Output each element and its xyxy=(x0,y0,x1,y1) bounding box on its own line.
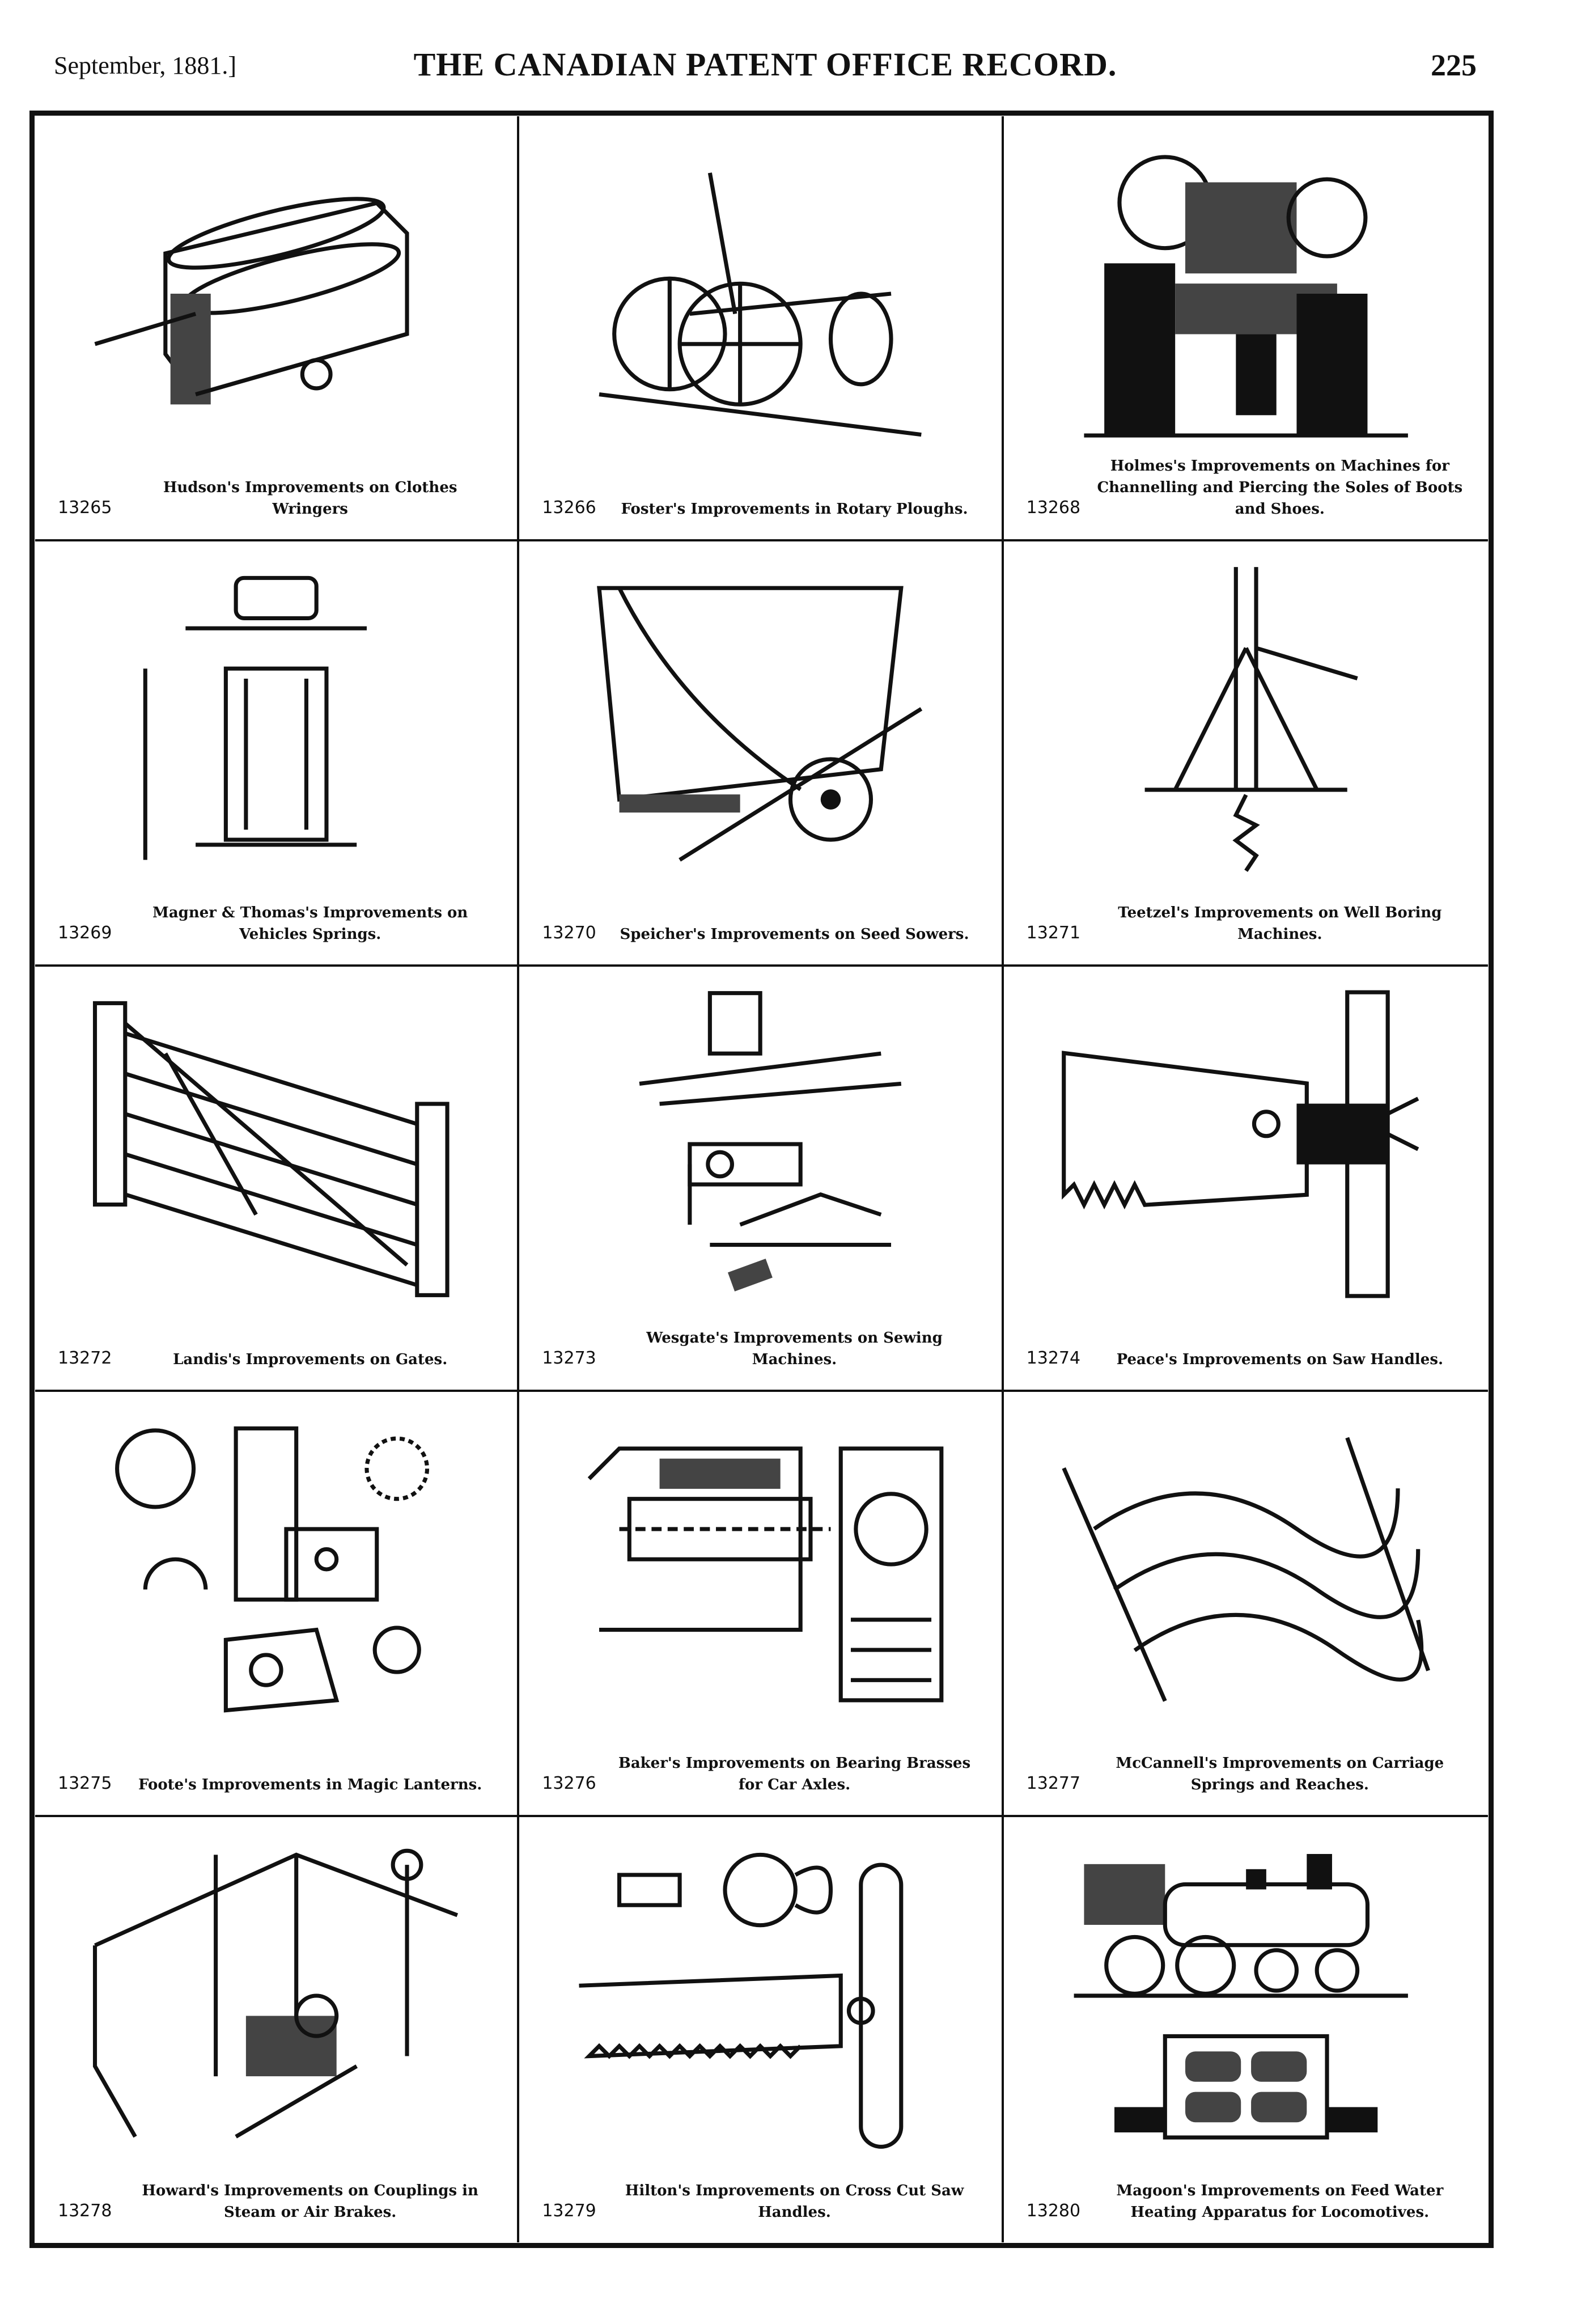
patent-cell-13278: 13278 Howard's Improvements on Couplings… xyxy=(35,1817,520,2242)
gate-illustration xyxy=(75,989,477,1299)
page-frame xyxy=(29,111,1494,2248)
patent-cell-13269: 13269 Magner & Thomas's Improvements on … xyxy=(35,541,520,967)
patent-number: 13270 xyxy=(542,923,596,943)
locomotive-heating-apparatus-illustration xyxy=(1044,1840,1448,2152)
patent-caption: Hudson's Improvements on Clothes Wringer… xyxy=(163,479,457,518)
patent-cell-13273: 13273 Wesgate's Improvements on Sewing M… xyxy=(519,967,1004,1392)
patent-caption: Wesgate's Improvements on Sewing Machine… xyxy=(646,1330,943,1368)
patent-caption: Hilton's Improvements on Cross Cut Saw H… xyxy=(625,2182,964,2221)
cross-cut-saw-handle-illustration xyxy=(559,1840,961,2152)
patent-caption: Baker's Improvements on Bearing Brasses … xyxy=(618,1755,971,1793)
patent-number: 13266 xyxy=(542,498,596,518)
patent-number: 13280 xyxy=(1026,2201,1081,2221)
patent-cell-13268: 13268 Holmes's Improvements on Machines … xyxy=(1003,116,1488,541)
carriage-springs-illustration xyxy=(1044,1415,1448,1724)
patent-caption: Peace's Improvements on Saw Handles. xyxy=(1116,1351,1444,1368)
patent-caption: Magner & Thomas's Improvements on Vehicl… xyxy=(152,904,468,943)
patent-caption: Speicher's Improvements on Seed Sowers. xyxy=(620,926,969,943)
patent-caption: Landis's Improvements on Gates. xyxy=(173,1351,448,1368)
patent-number: 13268 xyxy=(1026,498,1081,518)
patent-cell-13274: 13274 Peace's Improvements on Saw Handle… xyxy=(1003,967,1488,1392)
patent-cell-13276: 13276 Baker's Improvements on Bearing Br… xyxy=(519,1392,1004,1817)
seed-sower-illustration xyxy=(559,564,961,874)
patent-number: 13271 xyxy=(1026,923,1081,943)
patent-number: 13276 xyxy=(542,1773,596,1793)
page-header: September, 1881.] THE CANADIAN PATENT OF… xyxy=(54,45,1477,96)
vehicle-springs-illustration xyxy=(75,564,477,874)
patent-cell-13279: 13279 Hilton's Improvements on Cross Cut… xyxy=(519,1817,1004,2242)
patent-number: 13273 xyxy=(542,1348,596,1368)
patent-cell-13272: 13272 Landis's Improvements on Gates. xyxy=(35,967,520,1392)
clothes-wringer-illustration xyxy=(75,139,477,448)
patent-number: 13277 xyxy=(1026,1773,1081,1793)
patent-cell-13271: 13271 Teetzel's Improvements on Well Bor… xyxy=(1003,541,1488,967)
patent-number: 13279 xyxy=(542,2201,596,2221)
patent-cell-13265: 13265 Hudson's Improvements on Clothes W… xyxy=(35,116,520,541)
publication-title: THE CANADIAN PATENT OFFICE RECORD. xyxy=(413,46,1117,83)
patent-caption: Magoon's Improvements on Feed Water Heat… xyxy=(1116,2182,1444,2221)
patent-number: 13265 xyxy=(58,498,112,518)
patent-cell-13277: 13277 McCannell's Improvements on Carria… xyxy=(1003,1392,1488,1817)
bearing-brasses-illustration xyxy=(559,1415,961,1724)
patent-cell-13275: 13275 Foote's Improvements in Magic Lant… xyxy=(35,1392,520,1817)
patent-number: 13274 xyxy=(1026,1348,1081,1368)
patent-caption: Foster's Improvements in Rotary Ploughs. xyxy=(621,501,968,518)
page-number: 225 xyxy=(1431,48,1477,82)
magic-lantern-illustration xyxy=(75,1415,477,1724)
patent-caption: Foote's Improvements in Magic Lanterns. xyxy=(138,1776,482,1793)
brake-coupling-illustration xyxy=(75,1840,477,2152)
patent-caption: Howard's Improvements on Couplings in St… xyxy=(142,2182,478,2221)
issue-date: September, 1881.] xyxy=(54,52,237,79)
patent-grid: 13265 Hudson's Improvements on Clothes W… xyxy=(35,116,1488,2242)
patent-caption: Teetzel's Improvements on Well Boring Ma… xyxy=(1118,904,1442,943)
patent-number: 13269 xyxy=(58,923,112,943)
well-boring-machine-illustration xyxy=(1044,564,1448,874)
patent-caption: McCannell's Improvements on Carriage Spr… xyxy=(1116,1755,1444,1793)
patent-number: 13278 xyxy=(58,2201,112,2221)
patent-number: 13275 xyxy=(58,1773,112,1793)
patent-cell-13270: 13270 Speicher's Improvements on Seed So… xyxy=(519,541,1004,967)
patent-caption: Holmes's Improvements on Machines for Ch… xyxy=(1097,458,1463,518)
sewing-machine-illustration xyxy=(559,989,961,1299)
rotary-plough-illustration xyxy=(559,139,961,448)
patent-number: 13272 xyxy=(58,1348,112,1368)
patent-cell-13280: 13280 Magoon's Improvements on Feed Wate… xyxy=(1004,1817,1488,2242)
patent-cell-13266: 13266 Foster's Improvements in Rotary Pl… xyxy=(519,116,1004,541)
saw-handle-illustration xyxy=(1044,989,1448,1299)
channelling-machine-illustration xyxy=(1044,139,1448,448)
